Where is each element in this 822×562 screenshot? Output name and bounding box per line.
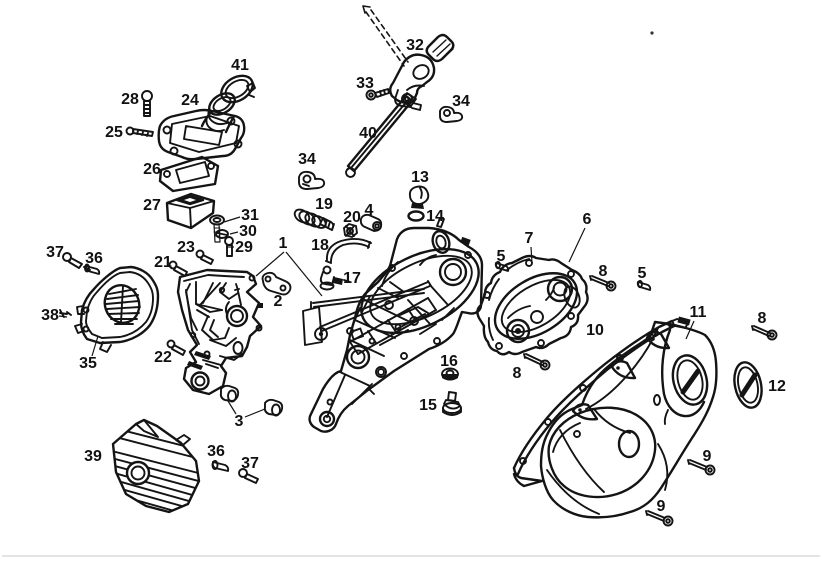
- svg-text:37: 37: [241, 455, 259, 472]
- svg-text:27: 27: [143, 197, 161, 214]
- svg-text:6: 6: [583, 211, 592, 228]
- svg-text:4: 4: [365, 202, 374, 219]
- svg-text:24: 24: [181, 92, 199, 109]
- svg-text:12: 12: [768, 378, 786, 395]
- svg-text:33: 33: [356, 75, 374, 92]
- svg-text:37: 37: [46, 244, 64, 261]
- svg-text:30: 30: [239, 223, 257, 240]
- svg-text:23: 23: [177, 239, 195, 256]
- svg-text:38: 38: [41, 307, 59, 324]
- svg-text:31: 31: [241, 207, 259, 224]
- svg-text:11: 11: [690, 304, 707, 321]
- svg-text:2: 2: [274, 293, 283, 310]
- svg-text:3: 3: [235, 413, 244, 430]
- svg-text:34: 34: [298, 151, 316, 168]
- svg-text:8: 8: [758, 310, 767, 327]
- svg-text:9: 9: [703, 448, 712, 465]
- svg-text:28: 28: [121, 91, 139, 108]
- svg-text:18: 18: [311, 237, 329, 254]
- svg-text:10: 10: [586, 322, 604, 339]
- svg-text:21: 21: [154, 254, 172, 271]
- svg-text:17: 17: [343, 270, 361, 287]
- svg-text:16: 16: [440, 353, 458, 370]
- svg-text:41: 41: [231, 57, 249, 74]
- svg-text:20: 20: [343, 209, 361, 226]
- svg-text:15: 15: [419, 397, 437, 414]
- svg-text:22: 22: [154, 349, 172, 366]
- svg-text:32: 32: [406, 37, 424, 54]
- svg-text:13: 13: [411, 169, 429, 186]
- svg-text:9: 9: [657, 498, 666, 515]
- svg-text:5: 5: [638, 265, 647, 282]
- svg-text:19: 19: [315, 196, 333, 213]
- svg-text:26: 26: [143, 161, 161, 178]
- svg-text:8: 8: [513, 365, 522, 382]
- svg-text:8: 8: [599, 263, 608, 280]
- svg-text:34: 34: [452, 93, 470, 110]
- svg-text:35: 35: [79, 355, 97, 372]
- svg-text:7: 7: [525, 230, 534, 247]
- svg-text:1: 1: [279, 235, 288, 252]
- svg-text:5: 5: [497, 248, 506, 265]
- svg-text:36: 36: [85, 250, 103, 267]
- svg-text:14: 14: [426, 208, 444, 225]
- svg-text:29: 29: [235, 239, 253, 256]
- svg-text:39: 39: [84, 448, 102, 465]
- svg-text:25: 25: [105, 124, 123, 141]
- svg-text:36: 36: [207, 443, 225, 460]
